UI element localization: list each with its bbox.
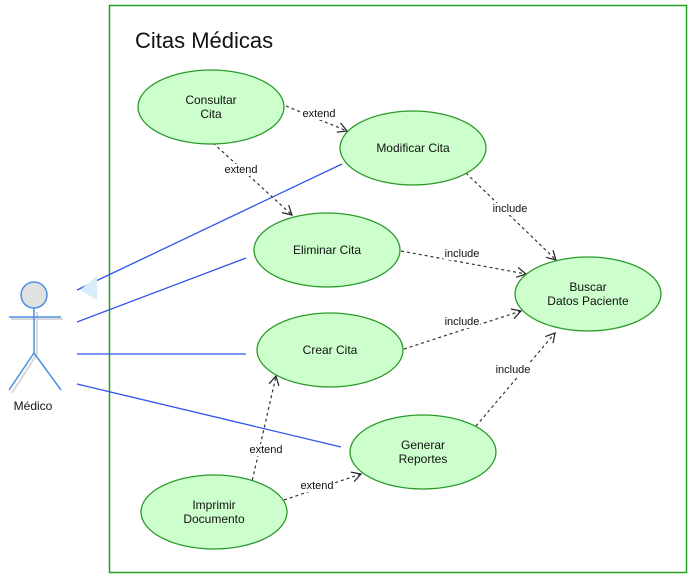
dependency-label-bg: [248, 444, 284, 456]
dependency-label-bg: [299, 480, 335, 492]
use-case-label: Imprimir: [192, 498, 235, 512]
actor-name: Médico: [14, 399, 53, 413]
actor-right-leg: [33, 352, 62, 391]
dependency-label-bg: [494, 364, 532, 376]
dependency-label: extend: [302, 108, 335, 120]
use-case-ellipse[interactable]: [349, 414, 497, 490]
use-case-label: Modificar Cita: [376, 141, 450, 155]
dependency-eliminar-buscar[interactable]: include: [400, 248, 528, 278]
actor-shadow: [11, 312, 63, 394]
use-case-label: Eliminar Cita: [293, 243, 361, 257]
use-case-label: Datos Paciente: [547, 294, 629, 308]
dependency-label: include: [445, 316, 480, 328]
use-case-modificar[interactable]: Modificar Cita: [339, 110, 487, 186]
use-case-ellipse[interactable]: [514, 256, 662, 332]
use-case-label: Buscar: [569, 280, 606, 294]
dependency-line[interactable]: [403, 308, 523, 350]
use-case-ellipse[interactable]: [137, 69, 285, 145]
associations-layer: [76, 163, 343, 448]
dependency-line[interactable]: [283, 471, 363, 501]
actor-left-leg: [8, 352, 35, 391]
dependency-consultar-eliminar[interactable]: extend: [212, 142, 293, 216]
association-eliminar[interactable]: [76, 257, 247, 323]
system-title[interactable]: Citas Médicas: [135, 28, 273, 53]
selection-handle-triangle[interactable]: [80, 276, 97, 300]
dependency-label: include: [445, 248, 480, 260]
dependency-modificar-buscar[interactable]: include: [465, 172, 557, 261]
use-case-ellipse[interactable]: [140, 474, 288, 550]
use-case-label: Consultar: [185, 93, 236, 107]
dependency-generar-buscar[interactable]: include: [475, 332, 556, 427]
dependency-label-bg: [443, 248, 481, 260]
use-case-label: Cita: [200, 107, 222, 121]
association-generar[interactable]: [76, 383, 342, 448]
dependency-crear-buscar[interactable]: include: [403, 308, 523, 350]
association-modificar[interactable]: [76, 163, 343, 291]
use-case-label: Reportes: [399, 452, 448, 466]
dependency-imprimir-crear[interactable]: extend: [248, 374, 284, 487]
use-case-ellipse[interactable]: [339, 110, 487, 186]
dependency-label-bg: [301, 108, 337, 120]
dependency-label: extend: [249, 444, 282, 456]
dependency-label-bg: [491, 203, 529, 215]
dependency-line[interactable]: [250, 374, 280, 487]
use-case-ellipse[interactable]: [256, 312, 404, 388]
dependency-line[interactable]: [212, 142, 293, 216]
actor-head: [20, 281, 48, 309]
dependency-label: include: [496, 364, 531, 376]
use-case-label: Documento: [183, 512, 245, 526]
use-case-label: Crear Cita: [303, 343, 358, 357]
use-case-crear[interactable]: Crear Cita: [256, 312, 404, 388]
dependency-line[interactable]: [465, 172, 557, 261]
dependencies-layer: extend extend include include include include…: [212, 105, 557, 501]
dependency-label: extend: [300, 480, 333, 492]
dependency-consultar-modificar[interactable]: extend: [285, 105, 349, 133]
dependency-label-bg: [443, 316, 481, 328]
dependency-label: include: [493, 203, 528, 215]
actor-medico[interactable]: Médico: [8, 281, 63, 413]
dependency-imprimir-generar[interactable]: extend: [283, 471, 363, 501]
system-boundary: [108, 4, 688, 574]
use-case-eliminar[interactable]: Eliminar Cita: [253, 212, 401, 288]
use-case-ellipse[interactable]: [253, 212, 401, 288]
dependency-line[interactable]: [475, 332, 556, 427]
dependency-label-bg: [223, 164, 259, 176]
use-case-label: Generar: [401, 438, 445, 452]
dependency-label: extend: [224, 164, 257, 176]
